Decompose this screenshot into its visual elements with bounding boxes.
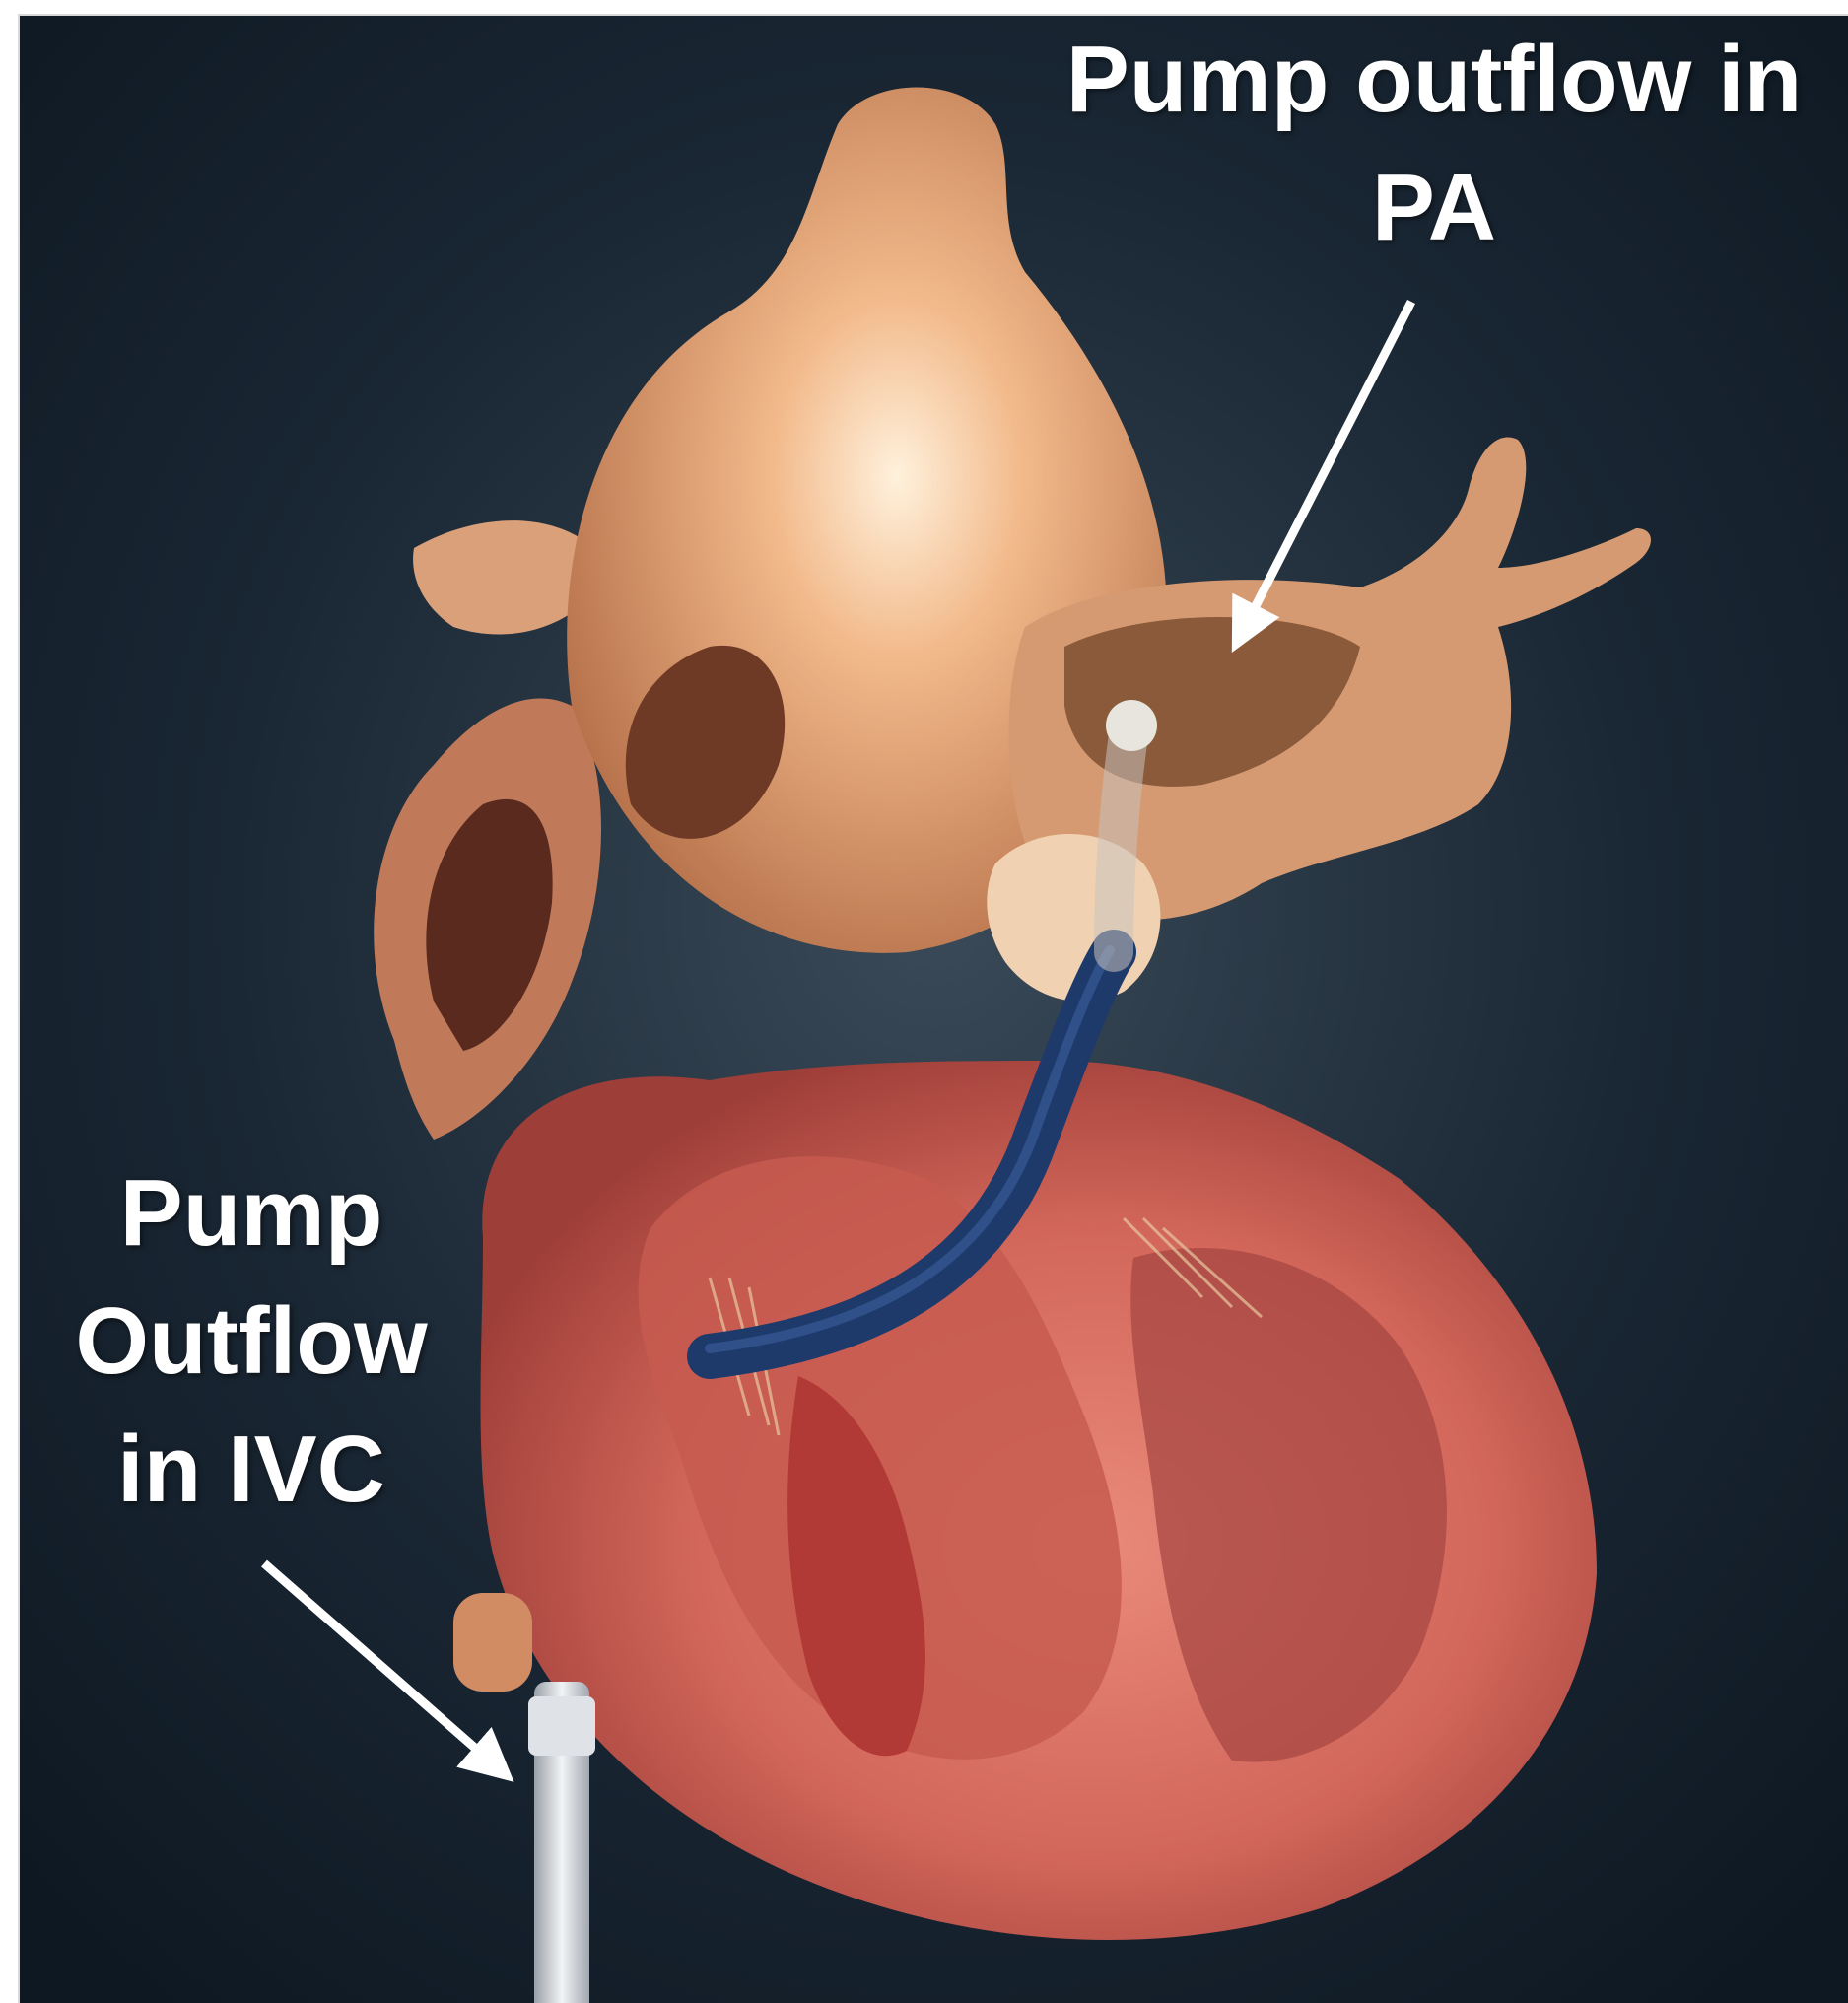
pa-outflow-label: Pump outflow in PA [1015, 16, 1848, 272]
ivc-outflow-label: Pump Outflow in IVC [34, 1149, 468, 1534]
catheter-connector [528, 1696, 595, 1756]
pa-label-line1: Pump outflow in [1015, 16, 1848, 144]
inferior-vena-cava [453, 1593, 532, 1692]
ivc-label-line2: Outflow [34, 1278, 468, 1406]
ivc-label-line1: Pump [34, 1149, 468, 1278]
heart-illustration [20, 16, 1848, 2003]
illustration-frame: Pump outflow in PA Pump Outflow in IVC [18, 14, 1848, 2003]
pa-outflow-tip [1106, 700, 1157, 751]
ivc-label-line3: in IVC [34, 1406, 468, 1534]
pa-label-line2: PA [1015, 144, 1848, 272]
cannula-in-pa [1114, 735, 1129, 952]
